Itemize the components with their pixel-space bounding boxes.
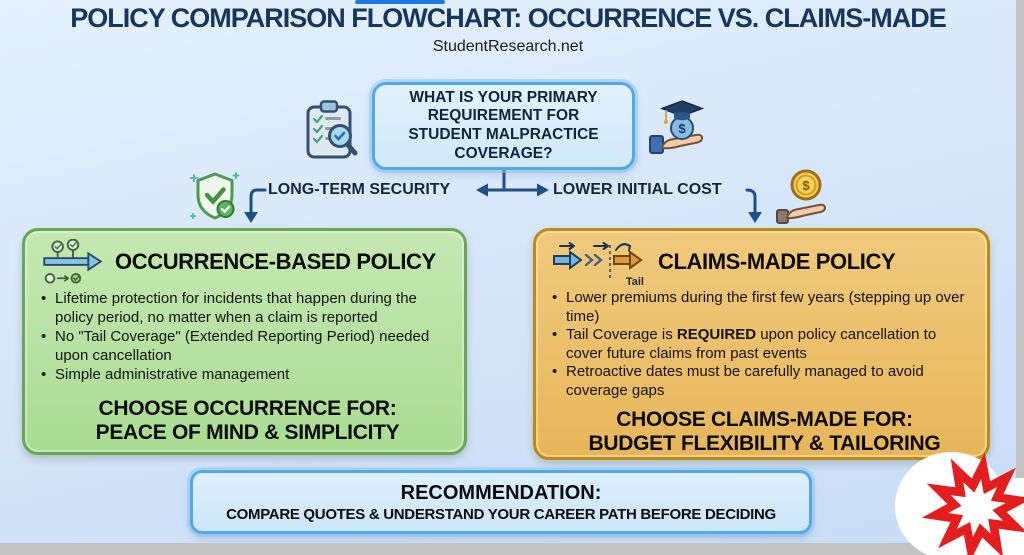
red-starburst-icon	[895, 452, 1024, 555]
occurrence-title: OCCURRENCE-BASED POLICY	[115, 249, 436, 274]
question-box: WHAT IS YOUR PRIMARY REQUIREMENT FOR STU…	[372, 82, 635, 170]
branch-label-long-term-security: LONG-TERM SECURITY	[268, 181, 451, 198]
bullet-dot: •	[41, 290, 47, 307]
list-item: • Simple administrative management	[41, 366, 290, 383]
timeline-checks-icon	[43, 239, 103, 284]
list-item: • Lifetime protection for incidents that…	[41, 290, 417, 326]
clipboard-checklist-search-icon	[306, 100, 358, 159]
recommendation-text: COMPARE QUOTES & UNDERSTAND YOUR CAREER …	[226, 505, 776, 523]
list-item: • Tail Coverage is REQUIRED upon policy …	[552, 326, 937, 362]
bullet-dot: •	[552, 363, 558, 380]
claims-bullets: • Lower premiums during the first few ye…	[552, 289, 977, 400]
bullet-dot: •	[552, 289, 558, 306]
branch-label-lower-initial-cost: LOWER INITIAL COST	[553, 181, 722, 198]
tail-icon-label: Tail	[625, 276, 644, 288]
svg-text:$: $	[802, 178, 810, 193]
occurrence-policy-box: OCCURRENCE-BASED POLICY • Lifetime prote…	[22, 228, 467, 455]
claims-footer: CHOOSE CLAIMS-MADE FOR: BUDGET FLEXIBILI…	[588, 408, 941, 455]
recommendation-heading: RECOMMENDATION:	[400, 481, 602, 504]
hand-graduation-moneybag-icon: $	[649, 100, 705, 154]
occurrence-bullets: • Lifetime protection for incidents that…	[41, 289, 454, 384]
question-line: WHAT IS YOUR PRIMARY	[409, 88, 598, 106]
claims-made-policy-box: Tail CLAIMS-MADE POLICY • Lower premiums…	[533, 228, 990, 460]
flowchart-background: POLICY COMPARISON FLOWCHART: OCCURRENCE …	[0, 0, 1016, 543]
list-item: • No "Tail Coverage" (Extended Reporting…	[41, 328, 430, 364]
bullet-dot: •	[41, 366, 47, 383]
top-progress-bar	[355, 0, 445, 4]
shield-check-icon	[190, 172, 240, 220]
recommendation-box: RECOMMENDATION: COMPARE QUOTES & UNDERST…	[190, 470, 812, 534]
hand-coin-icon: $	[776, 169, 827, 224]
svg-text:$: $	[678, 121, 686, 136]
list-item: • Lower premiums during the first few ye…	[552, 289, 965, 325]
bullet-dot: •	[552, 326, 558, 343]
bullet-dot: •	[41, 328, 47, 345]
occurrence-footer: CHOOSE OCCURRENCE FOR: PEACE OF MIND & S…	[95, 397, 400, 444]
arrows-tail-icon	[553, 242, 643, 279]
question-line: COVERAGE?	[454, 144, 553, 162]
question-line: REQUIREMENT FOR	[427, 107, 580, 125]
screen-edge	[1016, 0, 1024, 555]
page-subtitle: StudentResearch.net	[432, 38, 584, 55]
screen-edge	[0, 543, 1024, 555]
page-title: POLICY COMPARISON FLOWCHART: OCCURRENCE …	[70, 3, 947, 33]
question-line: STUDENT MALPRACTICE	[408, 126, 599, 143]
list-item: • Retroactive dates must be carefully ma…	[552, 363, 924, 399]
claims-title: CLAIMS-MADE POLICY	[658, 249, 896, 274]
